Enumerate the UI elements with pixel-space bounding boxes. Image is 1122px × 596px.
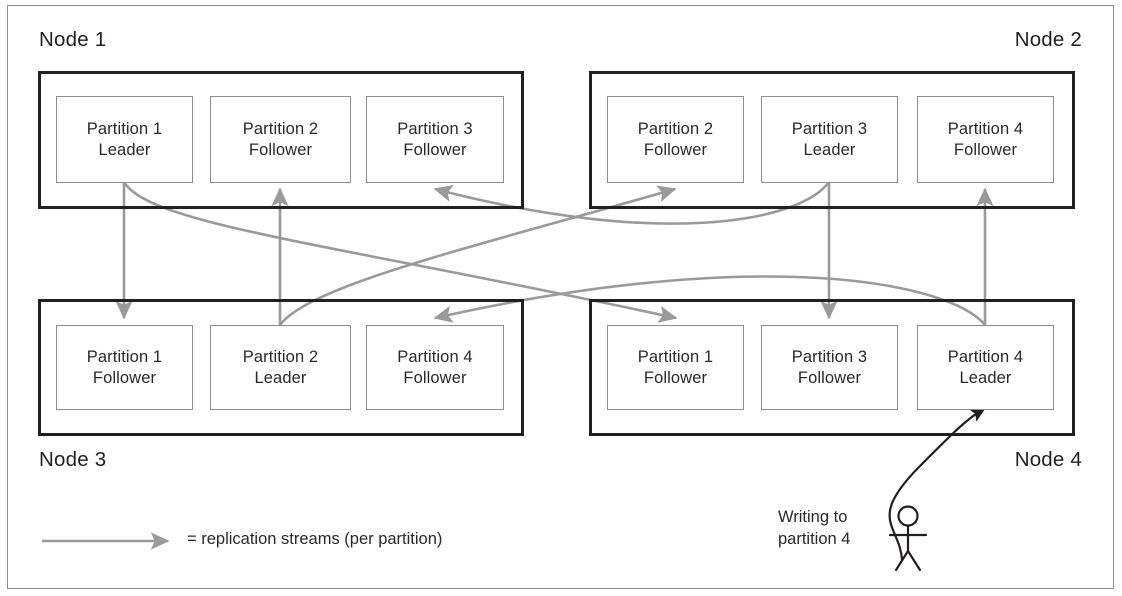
- partition-name: Partition 2: [637, 120, 714, 139]
- node-2-partition-3[interactable]: Partition 3 Leader: [761, 96, 898, 183]
- partition-role: Follower: [953, 140, 1018, 159]
- partition-name: Partition 1: [637, 348, 714, 367]
- partition-role: Leader: [98, 140, 151, 159]
- node-2-container: [589, 71, 1075, 209]
- node-3-partition-1[interactable]: Partition 1 Follower: [56, 325, 193, 410]
- partition-role: Leader: [254, 368, 307, 387]
- node-3-container: [38, 299, 524, 436]
- node-3-partition-2[interactable]: Partition 2 Leader: [210, 325, 351, 410]
- partition-name: Partition 3: [791, 120, 868, 139]
- partition-name: Partition 3: [791, 348, 868, 367]
- partition-role: Follower: [643, 368, 708, 387]
- partition-role: Follower: [403, 368, 467, 387]
- node-4-partition-3[interactable]: Partition 3 Follower: [761, 325, 898, 410]
- node-4-label: Node 4: [1014, 448, 1082, 471]
- partition-name: Partition 2: [242, 348, 319, 367]
- partition-role: Leader: [959, 368, 1012, 387]
- partition-role: Follower: [643, 140, 708, 159]
- partition-role: Follower: [92, 368, 157, 387]
- writer-line-2: partition 4: [778, 530, 851, 549]
- partition-name: Partition 4: [947, 120, 1024, 139]
- node-1-partition-2[interactable]: Partition 2 Follower: [210, 96, 351, 183]
- legend-label: = replication streams (per partition): [187, 530, 443, 548]
- node-1-container: [38, 71, 524, 209]
- partition-name: Partition 3: [397, 120, 473, 139]
- node-2-partition-2[interactable]: Partition 2 Follower: [607, 96, 744, 183]
- partition-role: Leader: [803, 140, 856, 159]
- writer-line-1: Writing to: [778, 508, 848, 526]
- partition-role: Follower: [797, 368, 862, 387]
- node-3-partition-4[interactable]: Partition 4 Follower: [366, 325, 504, 410]
- writer-annotation: Writing to partition 4: [778, 506, 890, 551]
- node-1-partition-1[interactable]: Partition 1 Leader: [56, 96, 193, 183]
- partition-role: Follower: [403, 140, 467, 159]
- partition-name: Partition 4: [947, 348, 1024, 367]
- partition-name: Partition 1: [86, 120, 163, 139]
- node-1-label: Node 1: [39, 28, 107, 51]
- node-3-label: Node 3: [39, 448, 107, 471]
- partition-role: Follower: [248, 140, 313, 159]
- partition-name: Partition 4: [397, 348, 473, 367]
- node-1-partition-3[interactable]: Partition 3 Follower: [366, 96, 504, 183]
- node-2-label: Node 2: [1014, 28, 1082, 51]
- node-4-partition-1[interactable]: Partition 1 Follower: [607, 325, 744, 410]
- node-2-partition-4[interactable]: Partition 4 Follower: [917, 96, 1054, 183]
- partition-name: Partition 2: [242, 120, 319, 139]
- node-4-partition-4[interactable]: Partition 4 Leader: [917, 325, 1054, 410]
- node-4-container: [589, 299, 1075, 436]
- partition-name: Partition 1: [86, 348, 163, 367]
